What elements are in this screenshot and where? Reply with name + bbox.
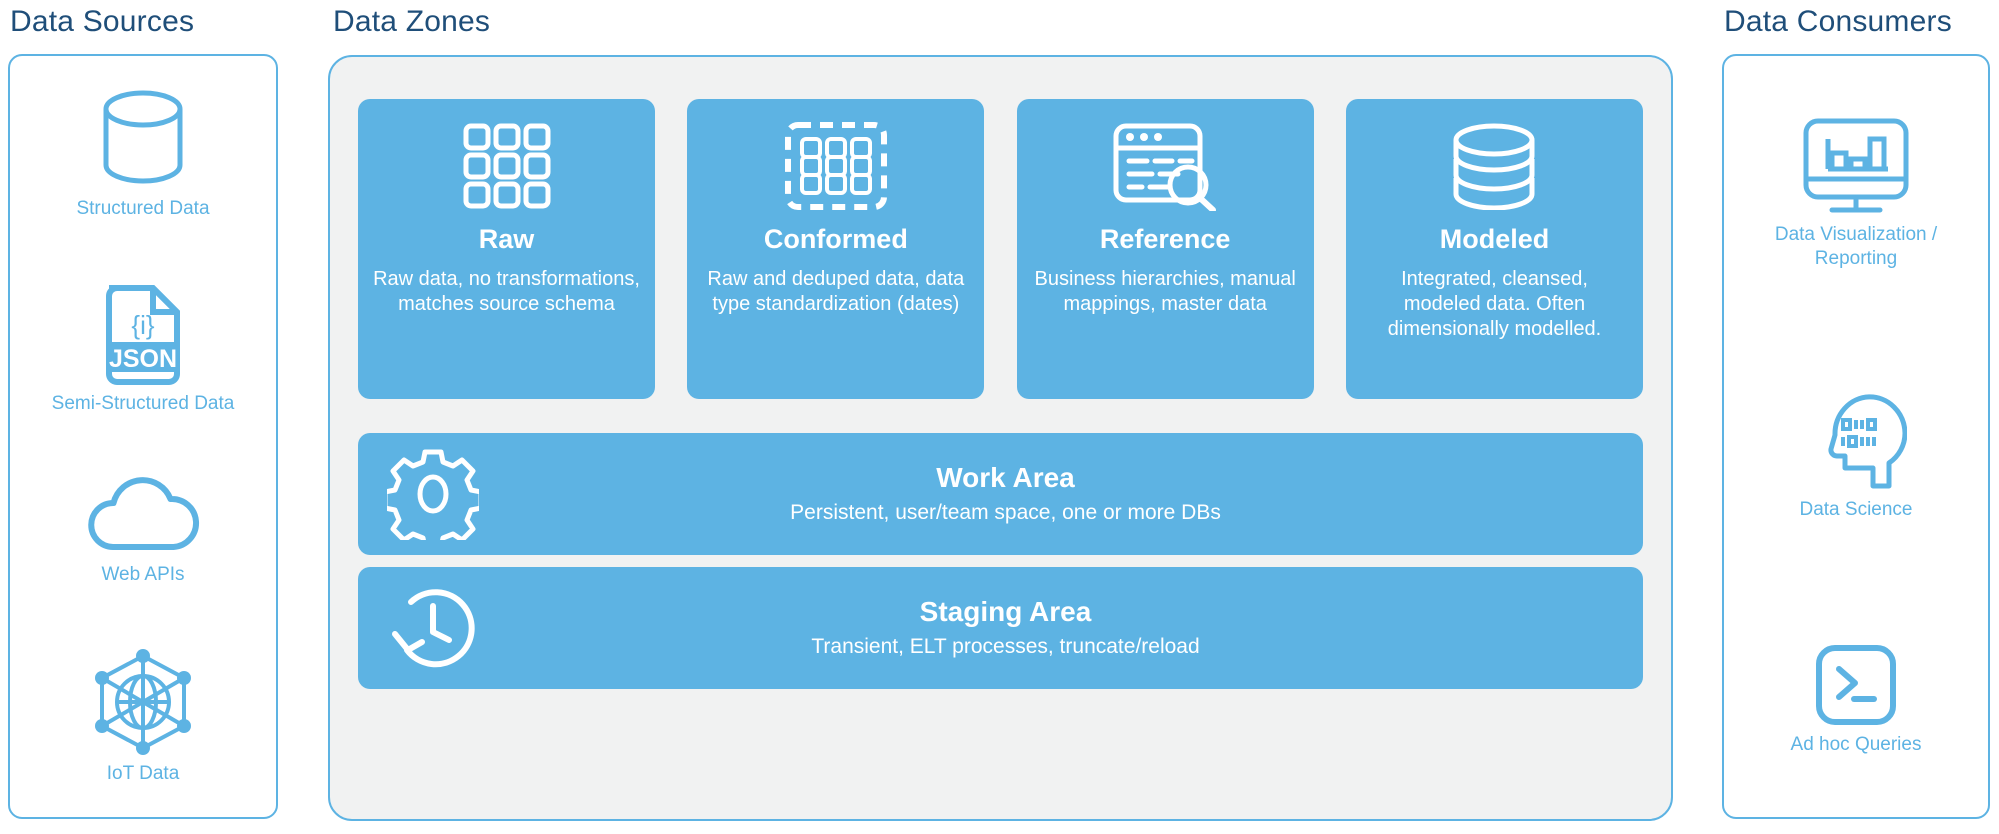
zone-bar-text: Work Area Persistent, user/team space, o… <box>508 461 1643 527</box>
iot-network-globe-icon <box>89 648 197 756</box>
zone-card-row: Raw Raw data, no transformations, matche… <box>358 99 1643 399</box>
consumer-label: Ad hoc Queries <box>1790 733 1922 755</box>
consumer-item-data-science[interactable]: Data Science <box>1724 392 1988 522</box>
stacked-database-icon <box>1448 123 1540 210</box>
grid-3x3-icon <box>462 123 552 209</box>
consumer-item-ad-hoc-queries[interactable]: Ad hoc Queries <box>1724 643 1988 757</box>
zone-bar-description: Transient, ELT processes, truncate/reloa… <box>811 635 1200 658</box>
database-cylinder-icon <box>93 87 193 191</box>
zone-bar-description: Persistent, user/team space, one or more… <box>790 501 1221 524</box>
zone-card-reference[interactable]: Reference Business hierarchies, manual m… <box>1016 99 1314 399</box>
zone-card-modeled[interactable]: Modeled Integrated, cleansed, modeled da… <box>1345 99 1643 399</box>
window-search-icon <box>1112 123 1218 211</box>
cloud-icon <box>85 477 201 557</box>
zone-bar-work-area[interactable]: Work Area Persistent, user/team space, o… <box>358 433 1643 555</box>
source-label: Structured Data <box>76 197 210 219</box>
dashed-border-grid-icon <box>784 122 888 210</box>
consumer-item-data-visualization-reporting[interactable]: Data Visualization / Reporting <box>1724 117 1988 271</box>
data-zones-container: Raw Raw data, no transformations, matche… <box>328 55 1673 821</box>
terminal-prompt-icon <box>1814 643 1898 727</box>
page-title-data-sources: Data Sources <box>10 5 195 38</box>
data-consumers-panel: Data Visualization / Reporting <box>1722 54 1990 819</box>
consumer-label: Data Science <box>1799 498 1913 520</box>
zone-card-title: Raw <box>478 224 535 254</box>
source-label: Semi-Structured Data <box>51 392 235 414</box>
zone-card-title: Conformed <box>763 224 908 254</box>
page-title-data-consumers: Data Consumers <box>1724 5 1952 38</box>
source-label: Web APIs <box>101 564 185 586</box>
head-binary-icon <box>1805 392 1907 492</box>
zone-bar-title: Staging Area <box>919 596 1092 627</box>
source-item-structured-data[interactable]: Structured Data <box>10 87 276 221</box>
consumer-label: Data Visualization / Reporting <box>1774 223 1938 269</box>
zone-card-description: Integrated, cleansed, modeled data. Ofte… <box>1387 268 1602 340</box>
source-item-semi-structured-data[interactable]: {i} JSON Semi-Structured Data <box>10 282 276 416</box>
json-file-icon: {i} JSON <box>97 282 189 386</box>
zone-card-title: Reference <box>1099 224 1231 254</box>
svg-text:JSON: JSON <box>109 345 177 373</box>
zone-card-description: Raw and deduped data, data type standard… <box>707 268 965 315</box>
zone-card-conformed[interactable]: Conformed Raw and deduped data, data typ… <box>687 99 985 399</box>
svg-text:{i}: {i} <box>131 310 154 340</box>
source-label: IoT Data <box>106 763 180 785</box>
data-sources-panel: Structured Data {i} JSON Semi-Structured… <box>8 54 278 819</box>
zone-card-description: Raw data, no transformations, matches so… <box>373 268 640 315</box>
zone-bar-title: Work Area <box>936 462 1075 493</box>
zone-card-title: Modeled <box>1439 224 1550 254</box>
monitor-bar-chart-icon <box>1798 117 1914 217</box>
gear-icon <box>358 448 508 540</box>
zone-card-description: Business hierarchies, manual mappings, m… <box>1034 268 1296 315</box>
source-item-iot-data[interactable]: IoT Data <box>10 648 276 786</box>
zone-card-raw[interactable]: Raw Raw data, no transformations, matche… <box>358 99 655 399</box>
page-title-data-zones: Data Zones <box>333 5 491 38</box>
zone-bar-text: Staging Area Transient, ELT processes, t… <box>508 595 1643 661</box>
source-item-web-apis[interactable]: Web APIs <box>10 477 276 587</box>
zone-bar-staging-area[interactable]: Staging Area Transient, ELT processes, t… <box>358 567 1643 689</box>
clock-refresh-icon <box>358 580 508 676</box>
